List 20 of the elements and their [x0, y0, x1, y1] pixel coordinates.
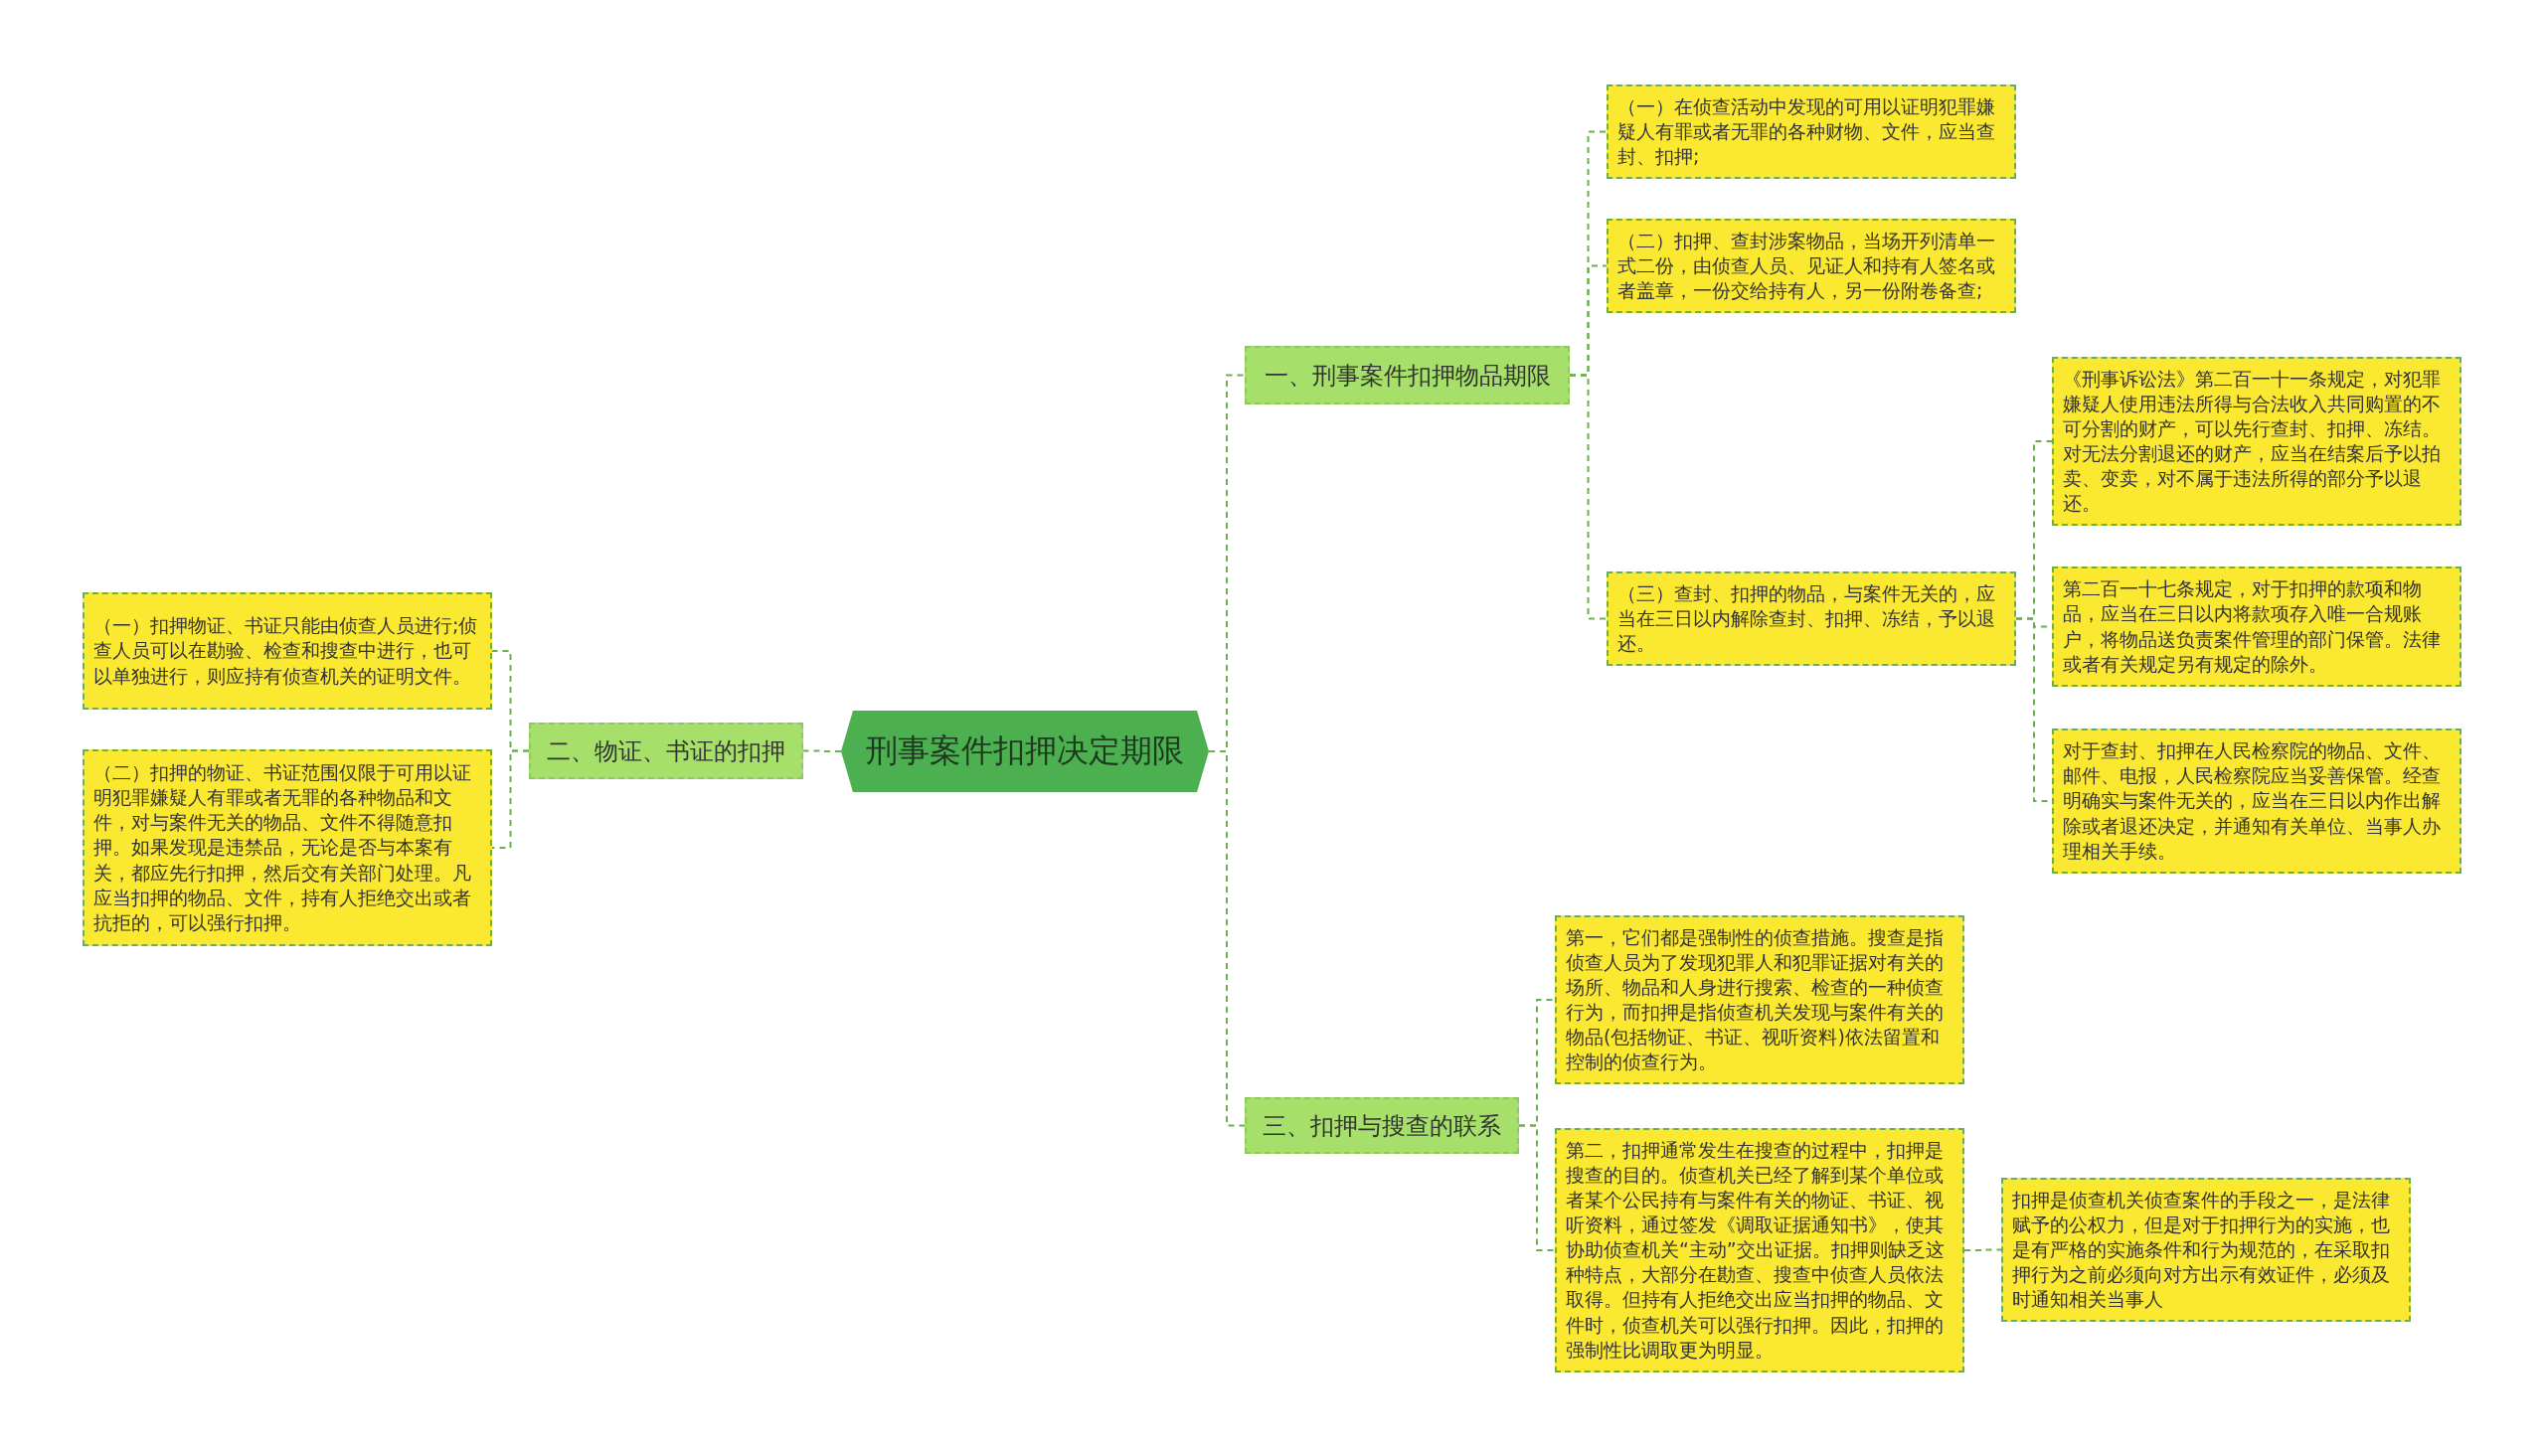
- note-box: （二）扣押、查封涉案物品，当场开列清单一式二份，由侦查人员、见证人和持有人签名或者盖章，一份交给持有人，另一份附卷备查;: [1607, 219, 2016, 314]
- note-box: 《刑事诉讼法》第二百一十一条规定，对犯罪嫌疑人使用违法所得与合法收入共同购置的不可分割的财产，可以先行查封、扣押、冻结。对无法分割退还的财产，应当在结案后予以拍卖、变卖，对不属于违法所得的部分予以退还。: [2052, 357, 2461, 527]
- connector-line: [1518, 1124, 1556, 1251]
- note-box: （二）扣押的物证、书证范围仅限于可用以证明犯罪嫌疑人有罪或者无罪的各种物品和文件，对与案件无关的物品、文件不得随意扣押。如果发现是违禁品，无论是否与本案有关，都应先行扣押，然后交有关部门处理。凡应当扣押的物品、文件，持有人拒绝交出或者抗拒的，可以强行扣押。: [83, 749, 492, 946]
- note-box: （一）在侦查活动中发现的可用以证明犯罪嫌疑人有罪或者无罪的各种财物、文件，应当查封、扣押;: [1607, 84, 2016, 180]
- central-topic: 刑事案件扣押决定期限: [841, 711, 1209, 792]
- connector-line: [1963, 1248, 2002, 1251]
- connector-line: [802, 749, 842, 752]
- note-box: （三）查封、扣押的物品，与案件无关的，应当在三日以内解除查封、扣押、冻结，予以退还。: [1607, 571, 2016, 667]
- note-box: 第二，扣押通常发生在搜查的过程中，扣押是搜查的目的。侦查机关已经了解到某个单位或者某个公民持有与案件有关的物证、书证、视听资料，通过签发《调取证据通知书》，使其协助侦查机关“主动”交出证据。扣押则缺乏这种特点，大部分在勘查、搜查中侦查人员依法取得。但持有人拒绝交出应当扣押的物品、文件时，侦查机关可以强行扣押。因此，扣押的强制性比调取更为明显。: [1555, 1128, 1964, 1373]
- note-box: （一）扣押物证、书证只能由侦查人员进行;侦查人员可以在勘验、检查和搜查中进行，也可以单独进行，则应持有侦查机关的证明文件。: [83, 592, 492, 710]
- topic-box: 二、物证、书证的扣押: [529, 723, 803, 779]
- topic-box: 一、刑事案件扣押物品期限: [1245, 346, 1570, 404]
- connector-line: [491, 749, 530, 849]
- connector-line: [1569, 374, 1608, 620]
- topic-box: 三、扣押与搜查的联系: [1245, 1097, 1519, 1154]
- note-box: 第二百一十七条规定，对于扣押的款项和物品，应当在三日以内将款项存入唯一合规账户，将物品送负责案件管理的部门保管。法律或者有关规定另有规定的除外。: [2052, 566, 2461, 687]
- note-box: 第一，它们都是强制性的侦查措施。搜查是指侦查人员为了发现犯罪人和犯罪证据对有关的场所、物品和人身进行搜索、检查的一种侦查行为，而扣押是指侦查机关发现与案件有关的物品(包括物证、书证、视听资料)依法留置和控制的侦查行为。: [1555, 915, 1964, 1085]
- note-box: 对于查封、扣押在人民检察院的物品、文件、邮件、电报，人民检察院应当妥善保管。经查明确实与案件无关的，应当在三日以内作出解除或者退还决定，并通知有关单位、当事人办理相关手续。: [2052, 728, 2461, 874]
- note-box: 扣押是侦查机关侦查案件的手段之一，是法律赋予的公权力，但是对于扣押行为的实施，也是有严格的实施条件和行为规范的，在采取扣押行为之前必须向对方出示有效证件，必须及时通知相关当事人: [2001, 1178, 2411, 1323]
